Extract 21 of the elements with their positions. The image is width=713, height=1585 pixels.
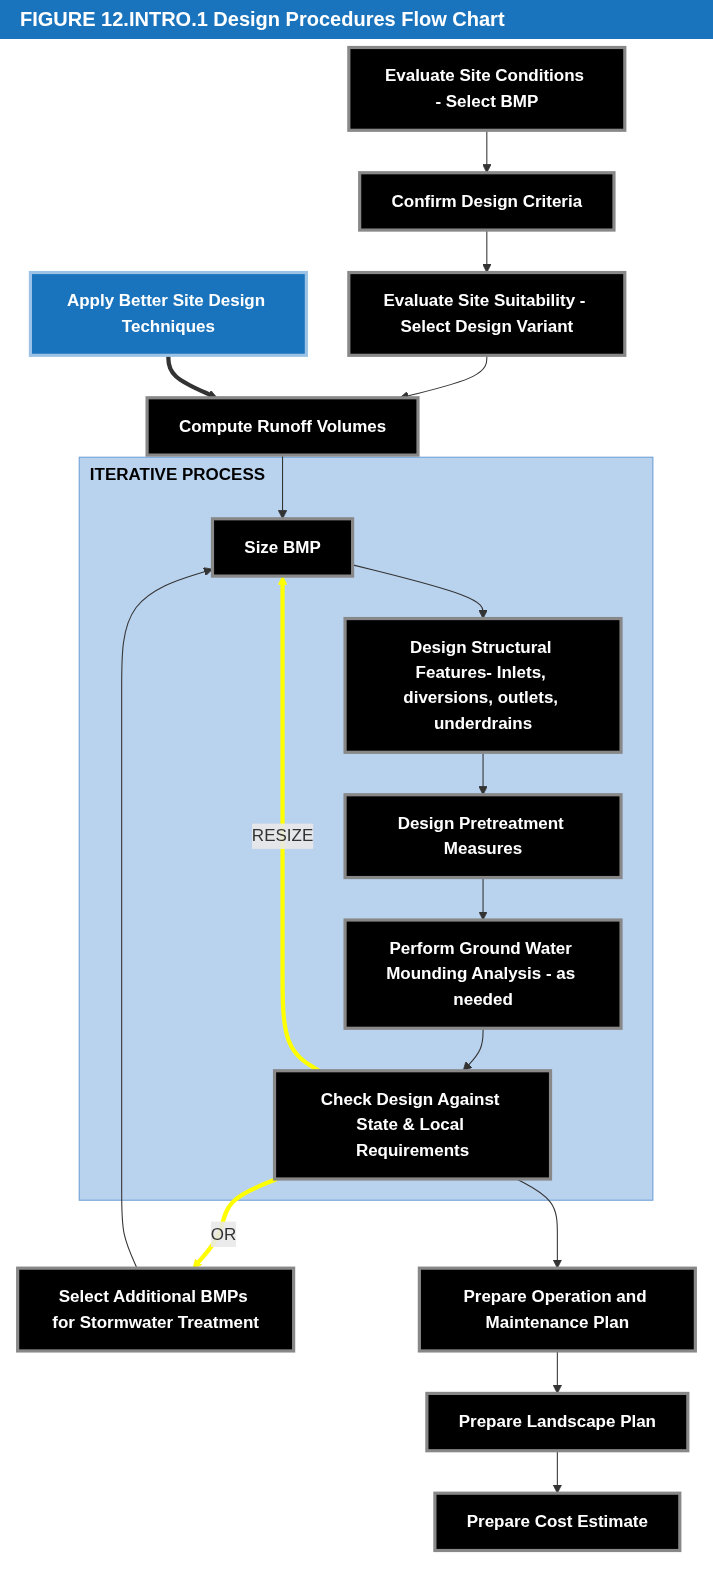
node-box: Prepare Cost Estimate xyxy=(433,1491,682,1553)
node-box: Prepare Landscape Plan xyxy=(425,1391,690,1453)
node-box: Design Structural Features- Inlets, diversions, outlets, underdrains xyxy=(343,616,623,754)
node-box: Design Pretreatment Measures xyxy=(343,793,623,880)
arrow xyxy=(192,1177,278,1269)
node-box: Evaluate Site Conditions - Select BMP xyxy=(347,45,627,132)
node-box: Evaluate Site Suitability - Select Design Variant xyxy=(347,270,627,357)
edge-label: RESIZE xyxy=(251,826,314,845)
node-box: Check Design Against State & Local Requirements xyxy=(272,1069,553,1181)
figure-title: FIGURE 12.INTRO.1 Design Procedures Flow Chart xyxy=(0,0,713,39)
node-box: Perform Ground Water Mounding Analysis - as needed xyxy=(343,918,623,1030)
node-box: Compute Runoff Volumes xyxy=(145,396,420,457)
node-box: Apply Better Site Design Techniques xyxy=(28,270,308,357)
edge-label: OR xyxy=(210,1224,237,1243)
arrow xyxy=(552,1450,562,1494)
node-box: Prepare Operation and Maintenance Plan xyxy=(417,1266,697,1353)
node-box: Confirm Design Criteria xyxy=(358,171,616,232)
node-box: Size BMP xyxy=(210,517,355,578)
arrow xyxy=(552,1350,562,1394)
node-box: Select Additional BMPs for Stormwater Treatment xyxy=(16,1266,296,1353)
arrow xyxy=(478,877,488,921)
